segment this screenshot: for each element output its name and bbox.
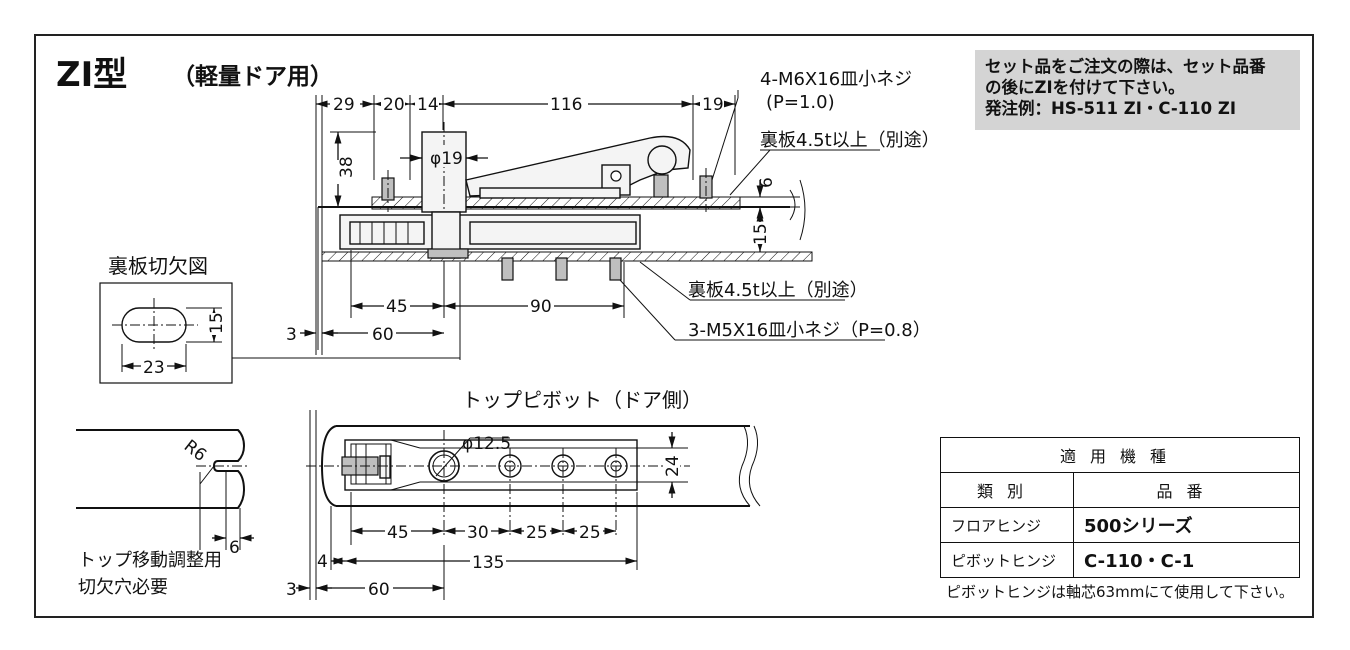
cutout-dim-23: 23 [143,358,165,378]
dim-116: 116 [550,95,582,115]
applicable-models-table: 適用機種 類別 品番 フロアヒンジ 500シリーズ ピボットヒンジ C-110・… [940,437,1300,578]
label-m5-screws: 3-M5X16皿小ネジ（P=0.8） [688,320,931,341]
top-view: 29 20 14 116 19 38 φ19 [232,69,940,360]
footnote: ピボットヒンジは軸芯63mmにて使用して下さい。 [946,583,1294,601]
dim-38: 38 [337,156,357,178]
table-col-model: 品番 [1073,472,1300,508]
dim-90-top: 90 [530,297,552,317]
table-row: ピボットヒンジ C-110・C-1 [940,542,1300,578]
pivot-dim-60: 60 [368,580,390,600]
dim-45-top: 45 [386,297,408,317]
pivot-dim-25b: 25 [579,523,601,543]
dim-29: 29 [333,95,355,115]
order-note-line-3: 発注例：HS-511 ZⅠ・C-110 ZⅠ [985,99,1236,118]
label-m6-pitch: (P=1.0) [766,92,835,113]
pivot-title: トップピボット（ドア側） [462,388,702,412]
notch-dim-6: 6 [229,538,240,558]
cutout-diagram: 裏板切欠図 15 23 [99,254,233,384]
table-row: フロアヒンジ 500シリーズ [940,507,1300,543]
pivot-dim-30: 30 [467,523,489,543]
pivot-dim-45: 45 [387,523,409,543]
notch-r6: R6 [180,436,210,466]
model-title: ZⅠ型 [56,55,127,95]
table-cell-type: フロアヒンジ [940,507,1074,543]
notch-caption-1: トップ移動調整用 [78,550,222,571]
dim-60-top: 60 [372,325,394,345]
dim-6-top: 6 [757,177,777,188]
pivot-dim-24: 24 [663,455,683,477]
drawing-frame [34,34,1314,618]
label-m6-screws: 4-M6X16皿小ネジ [760,69,912,90]
table-cell-type: ピボットヒンジ [940,542,1074,578]
order-note: セット品をご注文の際は、セット品番 の後にZⅠを付けて下さい。 発注例：HS-5… [975,50,1300,130]
dim-19: 19 [702,95,724,115]
table-col-type: 類別 [940,472,1074,508]
model-subtitle: （軽量ドア用） [172,63,333,90]
notch-detail: R6 6 トップ移動調整用 切欠穴必要 [76,429,254,598]
dim-14: 14 [417,95,439,115]
cutout-dim-15: 15 [207,312,227,334]
dim-20: 20 [383,95,405,115]
pivot-dim-3: 3 [286,580,297,600]
cutout-title: 裏板切欠図 [108,254,208,278]
top-pivot-view: トップピボット（ドア側） φ12.5 [286,388,761,600]
label-backplate-top: 裏板4.5t以上（別途） [760,130,940,151]
pivot-dim-135: 135 [472,553,504,573]
pivot-phi125: φ12.5 [462,434,511,454]
dim-3-top: 3 [286,325,297,345]
table-cell-model: C-110・C-1 [1073,542,1300,578]
dim-phi19: φ19 [430,149,463,169]
pivot-dim-25a: 25 [526,523,548,543]
pivot-dim-4: 4 [317,552,328,572]
dim-15-top: 15 [751,223,771,245]
order-note-line-2: の後にZⅠを付けて下さい。 [985,78,1185,97]
label-backplate-bottom: 裏板4.5t以上（別途） [688,280,868,301]
order-note-line-1: セット品をご注文の際は、セット品番 [985,57,1266,76]
notch-caption-2: 切欠穴必要 [78,577,168,598]
table-cell-model: 500シリーズ [1073,507,1300,543]
table-header: 適用機種 [940,437,1300,473]
